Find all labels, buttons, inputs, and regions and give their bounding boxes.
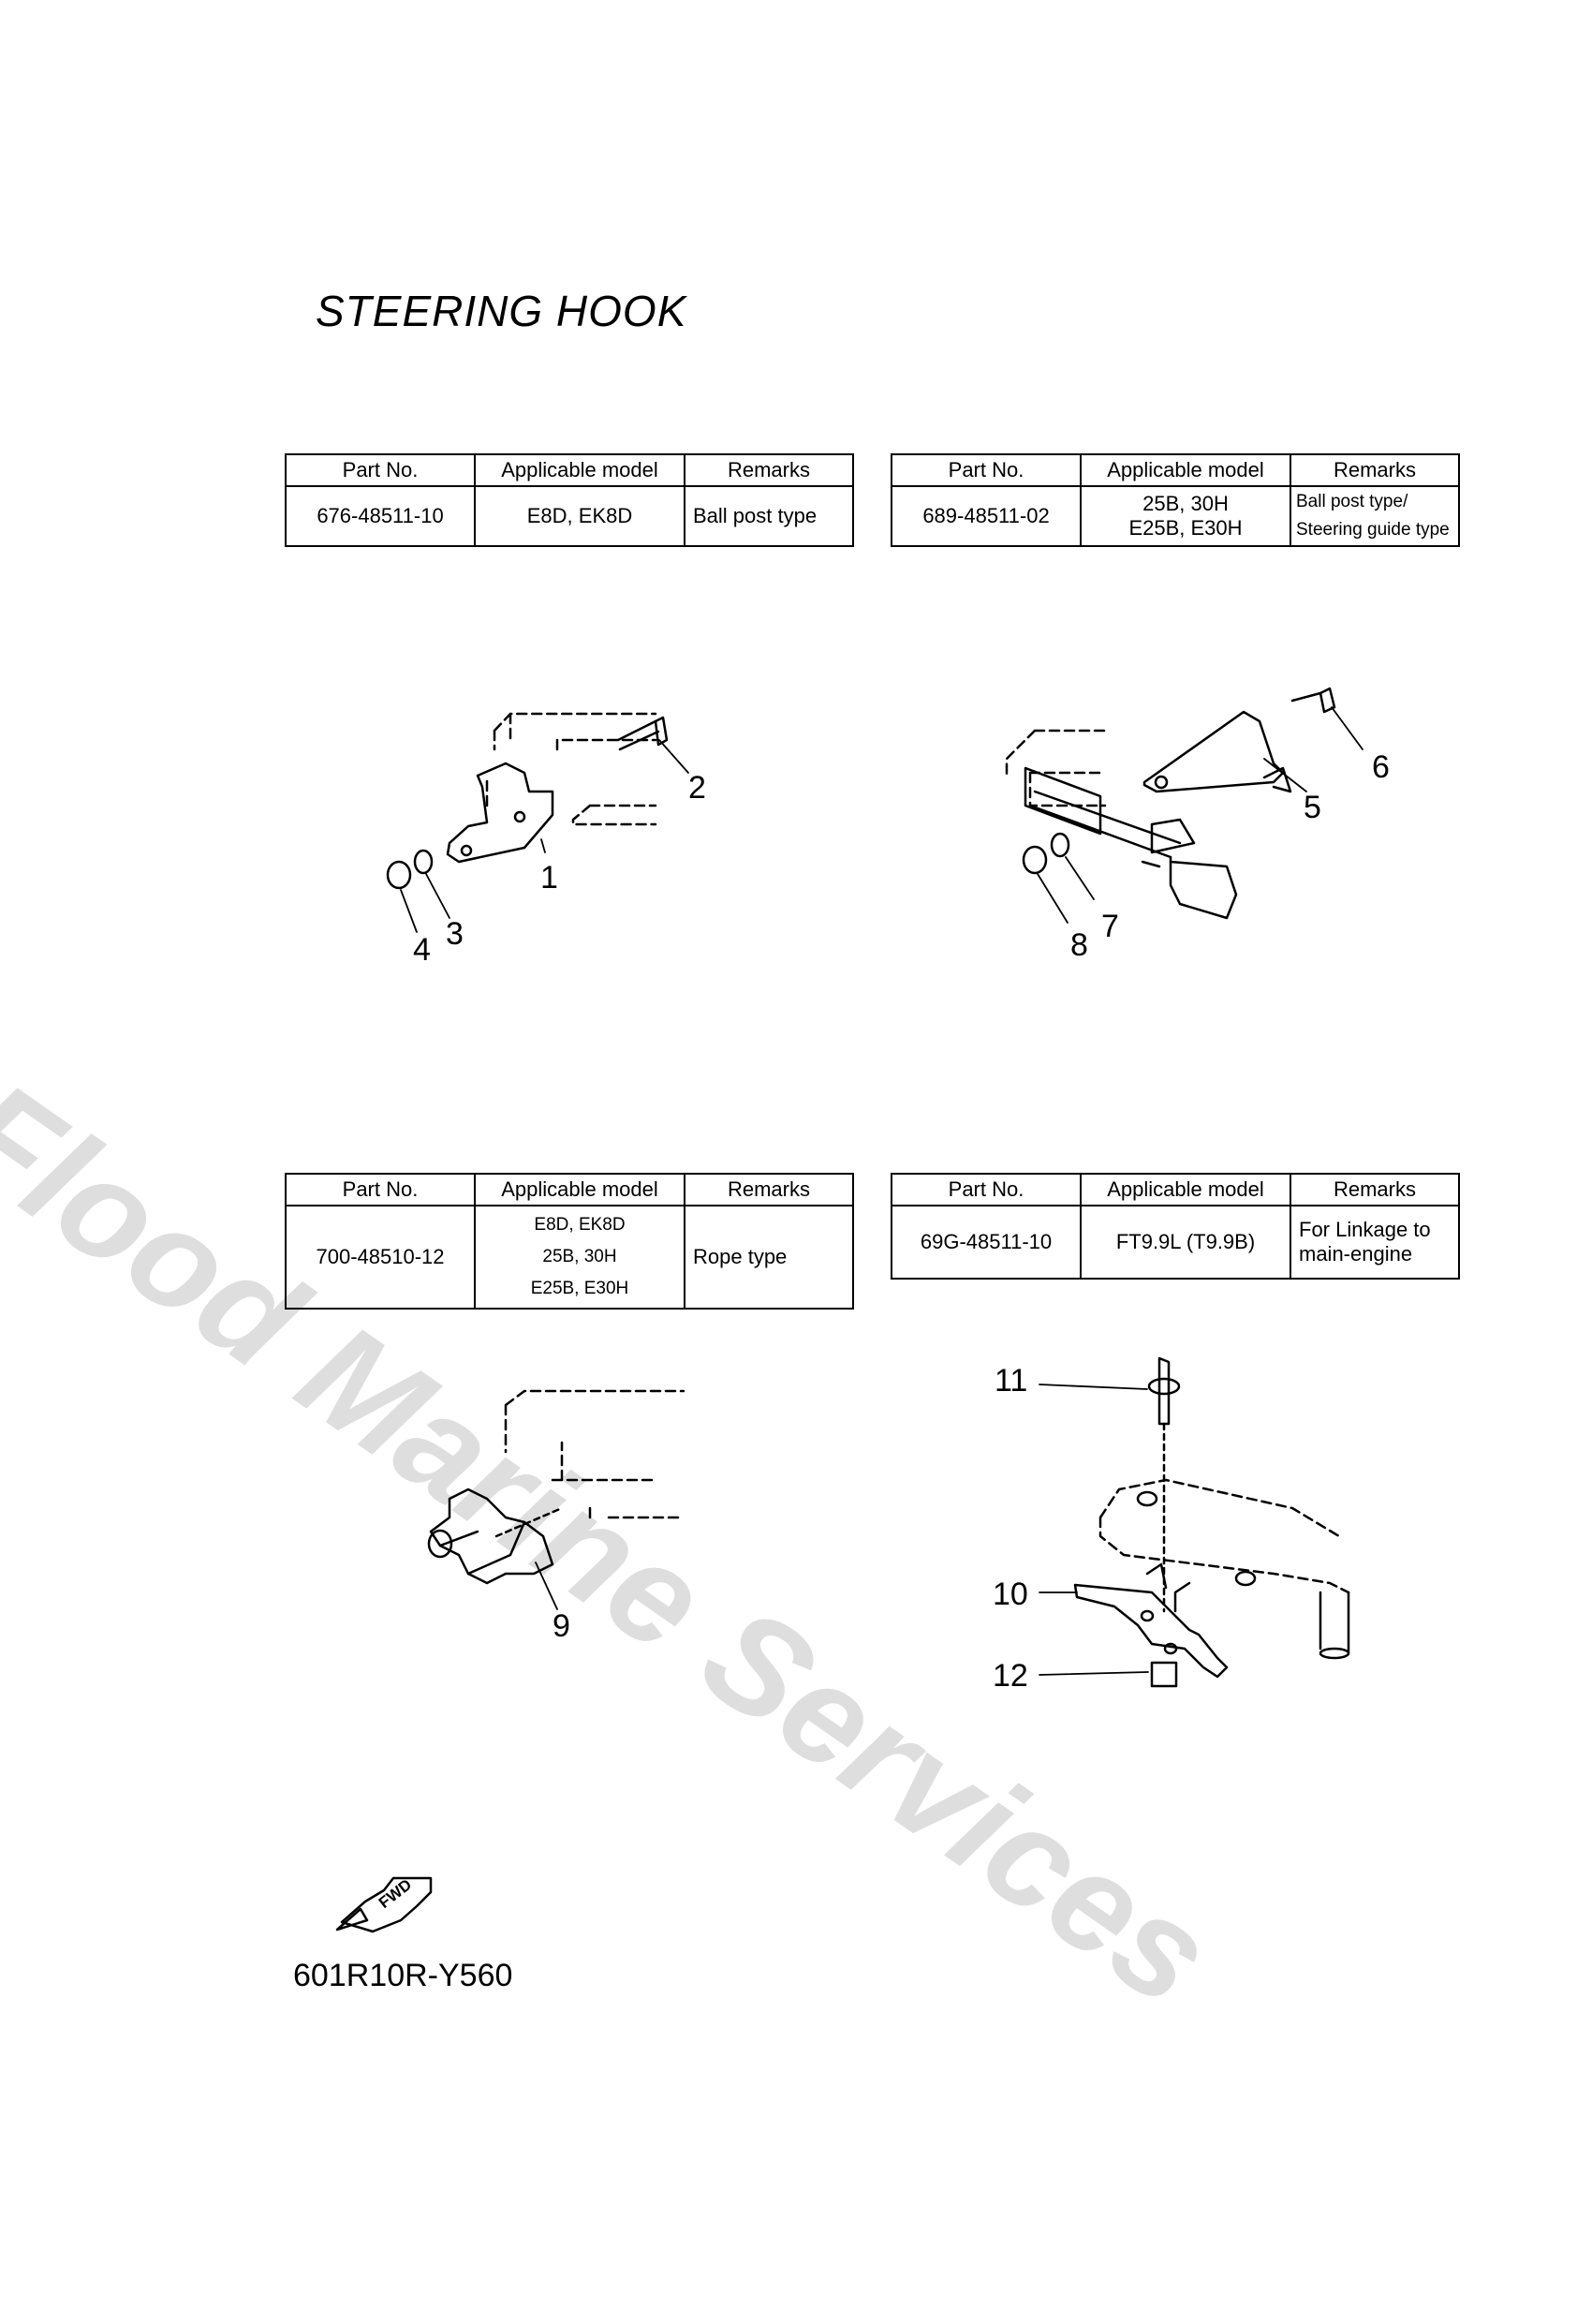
part-2-bolt <box>654 716 669 747</box>
part-number: 69G-48511-10 <box>891 1205 1082 1280</box>
callout-11: 11 <box>995 1363 1028 1399</box>
callout-2: 2 <box>688 770 706 806</box>
callout-3: 3 <box>446 916 464 952</box>
callout-8: 8 <box>1070 927 1088 963</box>
remarks: Ball post type/ Steering guide type <box>1290 485 1460 547</box>
remarks: Rope type <box>684 1205 854 1310</box>
spec-table-2: Part No. Applicable model Remarks 689-48… <box>891 453 1460 547</box>
diagram-code: 601R10R-Y560 <box>293 1958 513 1993</box>
callout-7: 7 <box>1101 909 1119 944</box>
part-10-bracket <box>1073 1583 1229 1679</box>
diagram-rope-hook <box>427 1389 685 1610</box>
remarks: Ball post type <box>684 485 854 547</box>
diagram-ball-post <box>386 712 689 933</box>
part-7-washer <box>1050 832 1070 858</box>
header-applicable-model: Applicable model <box>1080 1173 1291 1206</box>
fwd-arrow-icon <box>335 1876 433 1933</box>
part-6-bolt <box>1319 687 1336 714</box>
part-1-bracket <box>446 762 554 864</box>
applicable-model: E8D, EK8D <box>474 485 685 547</box>
header-part-no: Part No. <box>891 1173 1082 1206</box>
spec-table-1: Part No. Applicable model Remarks 676-48… <box>285 453 854 547</box>
part-4-nut <box>386 860 412 890</box>
part-number: 700-48510-12 <box>285 1205 476 1310</box>
header-part-no: Part No. <box>285 1173 476 1206</box>
spec-table-4: Part No. Applicable model Remarks 69G-48… <box>891 1173 1460 1280</box>
callout-6: 6 <box>1372 749 1390 785</box>
applicable-model: FT9.9L (T9.9B) <box>1080 1205 1291 1280</box>
applicable-model: 25B, 30H E25B, E30H <box>1080 485 1291 547</box>
diagram-steering-guide <box>1005 687 1363 924</box>
header-remarks: Remarks <box>1290 453 1460 487</box>
callout-4: 4 <box>413 932 431 968</box>
spec-table-3: Part No. Applicable model Remarks 700-48… <box>285 1173 854 1310</box>
applicable-model: E8D, EK8D 25B, 30H E25B, E30H <box>474 1205 685 1310</box>
header-remarks: Remarks <box>684 453 854 487</box>
header-applicable-model: Applicable model <box>474 453 685 487</box>
callout-5: 5 <box>1304 790 1321 825</box>
callout-9: 9 <box>553 1608 570 1644</box>
page-title: STEERING HOOK <box>316 287 687 335</box>
part-11-bolt <box>1157 1356 1171 1426</box>
callout-12: 12 <box>993 1658 1028 1694</box>
remarks: For Linkage to main-engine <box>1290 1205 1460 1280</box>
callout-1: 1 <box>540 860 558 896</box>
header-remarks: Remarks <box>684 1173 854 1206</box>
header-applicable-model: Applicable model <box>474 1173 685 1206</box>
part-8-nut <box>1022 845 1048 875</box>
part-3-washer <box>413 849 434 875</box>
header-part-no: Part No. <box>285 453 476 487</box>
header-applicable-model: Applicable model <box>1080 453 1291 487</box>
part-number: 676-48511-10 <box>285 485 476 547</box>
part-9-hook <box>429 1488 554 1585</box>
part-number: 689-48511-02 <box>891 485 1082 547</box>
callout-10: 10 <box>993 1576 1028 1612</box>
header-remarks: Remarks <box>1290 1173 1460 1206</box>
diagram-linkage <box>1039 1356 1350 1688</box>
header-part-no: Part No. <box>891 453 1082 487</box>
part-12-nut <box>1150 1661 1178 1688</box>
